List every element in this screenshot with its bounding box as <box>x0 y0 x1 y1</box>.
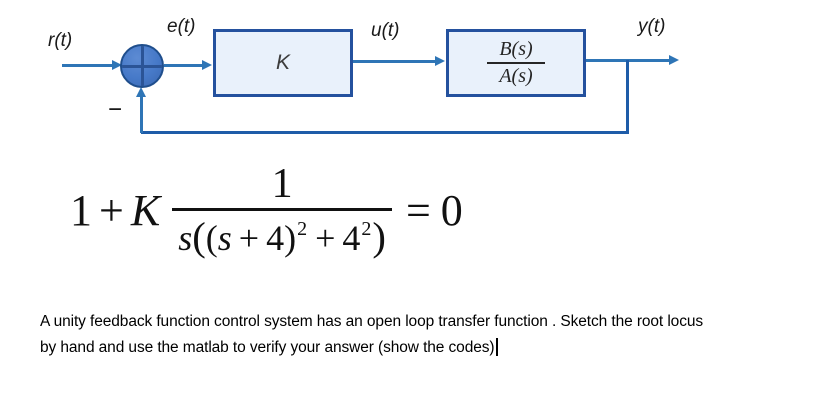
plant-denominator: A(s) <box>499 65 533 87</box>
feedback-arrowhead-icon <box>136 87 146 97</box>
output-arrowhead-icon <box>669 55 679 65</box>
den-four2: 4 <box>342 217 361 258</box>
error-signal-label: e(t) <box>167 16 196 37</box>
gain-block: K <box>213 29 353 97</box>
den-four1: 4 <box>266 217 285 258</box>
control-wire <box>353 60 435 63</box>
feedback-wire-down <box>626 60 629 134</box>
den-exponent2: 2 <box>361 217 372 240</box>
problem-line-1-text[interactable]: A unity feedback function control system… <box>40 313 704 330</box>
control-arrowhead-icon <box>435 56 445 66</box>
den-open-inner: ( <box>205 217 218 258</box>
equation-denominator: s((s+4)2+42) <box>172 211 392 260</box>
text-cursor <box>496 338 498 356</box>
equation-fraction-bar <box>172 208 392 211</box>
gain-block-label: K <box>275 51 290 74</box>
feedback-wire-bottom <box>141 131 629 134</box>
equation-one: 1 <box>70 186 92 236</box>
equation-zero: 0 <box>440 186 463 236</box>
den-plus2: + <box>315 217 336 258</box>
problem-line-1[interactable]: A unity feedback function control system… <box>40 309 805 335</box>
plant-numerator: B(s) <box>499 38 533 60</box>
error-wire <box>164 64 202 67</box>
input-arrowhead-icon <box>112 60 122 70</box>
input-wire <box>62 64 112 67</box>
problem-statement[interactable]: A unity feedback function control system… <box>40 309 805 361</box>
feedback-wire-up <box>140 97 143 133</box>
plant-fraction-bar <box>487 62 545 64</box>
output-signal-label: y(t) <box>638 16 666 37</box>
characteristic-equation: 1 + K 1 s((s+4)2+42) = 0 <box>70 163 463 259</box>
den-s1: s <box>178 217 193 258</box>
equation-fraction: 1 s((s+4)2+42) <box>172 163 392 259</box>
equation-equals: = <box>405 186 431 236</box>
summing-junction <box>120 44 164 88</box>
input-signal-label: r(t) <box>48 30 73 51</box>
den-s2: s <box>217 217 232 258</box>
den-close-inner: ) <box>284 217 297 258</box>
junction-cross-vertical <box>140 46 144 86</box>
den-close-outer: ) <box>372 213 386 259</box>
den-plus1: + <box>238 217 260 258</box>
problem-line-2[interactable]: by hand and use the matlab to verify you… <box>40 335 805 361</box>
plant-transfer-function: B(s) A(s) <box>487 39 545 87</box>
control-signal-label: u(t) <box>371 20 400 41</box>
plant-block: B(s) A(s) <box>446 29 586 97</box>
equation-plus: + <box>99 186 124 236</box>
equation-numerator: 1 <box>271 161 293 207</box>
problem-line-2-text[interactable]: by hand and use the matlab to verify you… <box>40 339 495 356</box>
equation-gain: K <box>130 186 161 236</box>
den-exponent1: 2 <box>297 217 308 240</box>
error-arrowhead-icon <box>202 60 212 70</box>
den-open-outer: ( <box>192 213 206 259</box>
feedback-minus-sign: − <box>108 96 123 123</box>
